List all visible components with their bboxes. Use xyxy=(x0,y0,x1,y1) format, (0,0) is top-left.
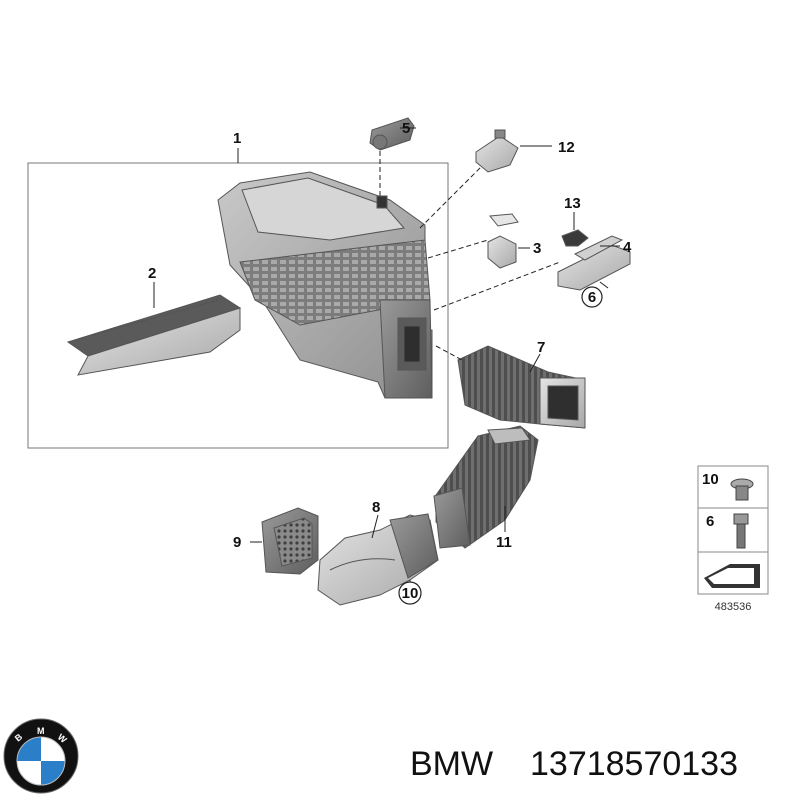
footer-brand: BMW xyxy=(410,745,493,783)
part-4-bracket xyxy=(557,235,631,291)
part-13-clamp xyxy=(561,229,589,247)
circled-callout-6-label: 6 xyxy=(588,289,596,306)
reference-number: 483536 xyxy=(715,601,752,613)
callout-8: 8 xyxy=(372,499,380,516)
part-2-filter-element xyxy=(66,294,242,376)
bolt-icon xyxy=(733,513,749,549)
part-5-hose-clip xyxy=(369,117,415,151)
callout-1: 1 xyxy=(233,130,241,147)
callout-12: 12 xyxy=(558,139,575,156)
callout-9: 9 xyxy=(233,534,241,551)
callout-7: 7 xyxy=(537,339,545,356)
part-7-intake-duct xyxy=(457,345,586,429)
bmw-logo-letter-m: M xyxy=(37,726,45,736)
leader-lines xyxy=(153,127,620,592)
bmw-logo-letter-b: B xyxy=(13,731,25,743)
circled-callout-10-label: 10 xyxy=(402,585,419,602)
flange-nut-icon xyxy=(730,478,754,501)
legend-item-6-label: 6 xyxy=(706,513,714,530)
part-11-lower-duct xyxy=(433,425,539,549)
callout-5: 5 xyxy=(402,120,410,137)
part-3-retaining-clip xyxy=(487,213,519,269)
part-12-air-mass-sensor xyxy=(475,129,519,173)
callout-2: 2 xyxy=(148,265,156,282)
hardware-legend: 10 6 xyxy=(697,465,769,595)
footer-part-number: 13718570133 xyxy=(530,745,738,783)
direction-arrow-icon xyxy=(704,564,760,588)
part-9-grille xyxy=(261,507,319,575)
callout-13: 13 xyxy=(564,195,581,212)
callout-11: 11 xyxy=(496,534,512,551)
circled-callout-6: 6 xyxy=(581,286,603,308)
part-1-air-filter-housing xyxy=(217,171,433,399)
circled-callout-10: 10 xyxy=(398,581,422,605)
callout-3: 3 xyxy=(533,240,541,257)
part-8-inlet-scoop xyxy=(317,513,439,606)
legend-item-10-label: 10 xyxy=(702,471,719,488)
bmw-logo: B M W xyxy=(3,718,79,794)
callout-4: 4 xyxy=(623,239,632,256)
